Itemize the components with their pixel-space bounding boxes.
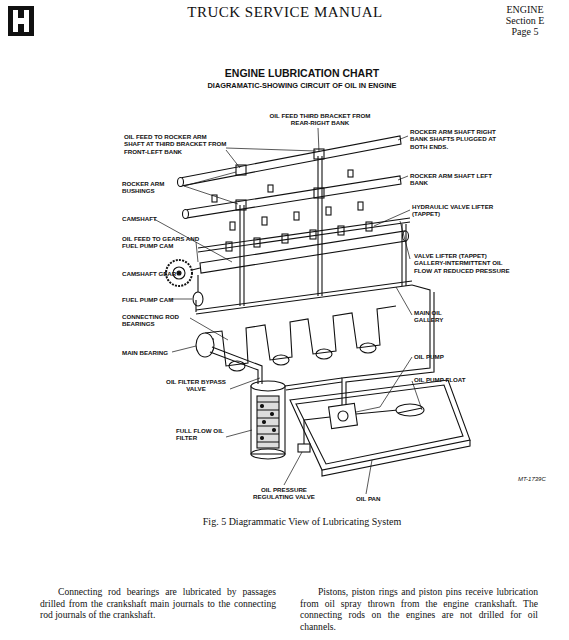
leader-lines	[154, 128, 422, 494]
part-label: OIL FEED TO ROCKER ARM SHAFT AT THIRD BR…	[124, 133, 228, 155]
part-label: ROCKER ARM SHAFT RIGHT BANK SHAFTS PLUGG…	[410, 128, 502, 150]
section-number: Section E	[490, 15, 560, 26]
part-label: OIL FEED TO GEARS AND FUEL PUMP CAM	[122, 235, 204, 250]
running-header: TRUCK SERVICE MANUAL	[165, 4, 405, 21]
figure-caption: Fig. 5 Diagrammatic View of Lubricating …	[100, 516, 504, 527]
part-label: OIL FEED THIRD BRACKET FROM REAR-RIGHT B…	[268, 112, 372, 127]
body-paragraph: Pistons, piston rings and piston pins re…	[300, 586, 538, 632]
part-label: VALVE LIFTER (TAPPET) GALLERY-INTERMITTE…	[414, 252, 518, 274]
part-label: CAMSHAFT GEAR	[122, 270, 182, 277]
brand-logo	[8, 6, 34, 36]
section-name: ENGINE	[490, 4, 560, 15]
part-label: ROCKER ARM BUSHINGS	[122, 180, 184, 195]
part-label: CAMSHAFT	[122, 215, 182, 222]
part-label: CONNECTING ROD BEARINGS	[122, 313, 194, 328]
part-label: MAIN BEARING	[122, 349, 182, 356]
chart-title: ENGINE LUBRICATION CHART	[150, 67, 454, 79]
part-label: OIL PRESSURE REGULATING VALVE	[246, 486, 322, 501]
chart-subtitle: DIAGRAMATIC-SHOWING CIRCUIT OF OIL IN EN…	[120, 81, 484, 90]
engine-drawing	[166, 136, 470, 476]
part-label: FULL FLOW OIL FILTER	[176, 427, 228, 442]
part-label: ROCKER ARM SHAFT LEFT BANK	[410, 172, 502, 187]
figure-code: MT-1739C	[518, 476, 563, 482]
page-number: Page 5	[490, 26, 560, 37]
part-label: OIL PUMP FLOAT	[414, 376, 466, 383]
part-label: OIL PUMP	[414, 353, 464, 360]
body-paragraph: Connecting rod bearings are lubricated b…	[40, 586, 276, 621]
part-label: MAIN OIL GALLERY	[414, 309, 466, 324]
part-label: FUEL PUMP CAM	[122, 296, 182, 303]
part-label: OIL FILTER BYPASS VALVE	[160, 378, 232, 393]
part-label: OIL PAN	[356, 495, 396, 502]
part-label: HYDRAULIC VALVE LIFTER (TAPPET)	[412, 203, 498, 218]
